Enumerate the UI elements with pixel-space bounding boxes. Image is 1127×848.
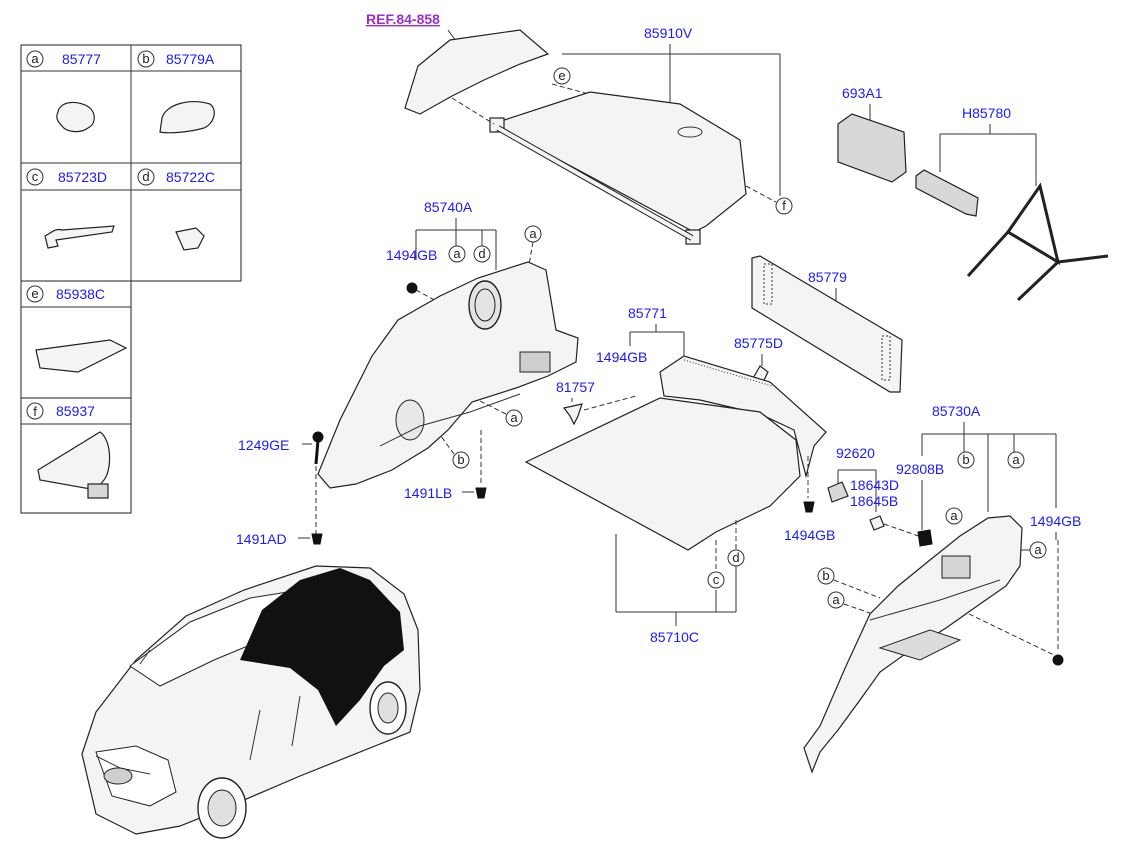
svg-text:a: a [832,592,840,607]
clip-85723D-icon [44,225,115,249]
socket-92808B-icon [917,529,933,547]
legend-letter-f: f [26,402,44,420]
vehicle-illustration [81,565,421,839]
part-85910V: 85910V [644,25,693,41]
part-1491LB: 1491LB [404,485,452,501]
callout-d-mat: d [727,549,745,567]
lamp-92620-icon [827,481,849,503]
part-92808B: 92808B [896,461,944,477]
svg-text:b: b [962,452,969,467]
part-1494GB-lower: 1494GB [784,527,835,543]
clip-1494GB-lower-icon [803,501,815,513]
legend-letter-d: d [137,168,155,186]
legend-letter-e: e [26,285,44,303]
part-85779: 85779 [808,269,847,285]
part-693A1: 693A1 [842,85,883,101]
callout-a-85730A: a [1007,451,1025,469]
clip-1491LB-icon [475,487,487,499]
svg-text:f: f [782,198,786,213]
callout-e: e [553,67,571,85]
bulb-18645B-icon [869,515,885,531]
clip-85722C-icon [175,227,205,251]
part-85730A: 85730A [932,403,981,419]
clip-1494GB-right-icon [1052,654,1064,666]
part-18643D: 18643D [850,477,899,493]
legend-table: a 85777 b 85779A c 85723D d 85722C e 85 [20,44,242,514]
legend-letter-c: c [26,168,44,186]
part-1494GB-left: 1494GB [386,247,437,263]
part-92620: 92620 [836,445,875,461]
callout-a-right-3: a [827,591,845,609]
warning-triangle-icon [966,182,1109,302]
clip-1491AD-icon [311,533,323,545]
legend-letter-b: b [137,50,155,68]
ref-label[interactable]: REF.84-858 [366,11,440,27]
luggage-mat-85710C [524,397,801,551]
svg-text:a: a [950,508,958,523]
svg-text:e: e [558,68,565,83]
part-85771: 85771 [628,305,667,321]
part-1494GB-right: 1494GB [1030,513,1081,529]
sill-trim-85771 [659,355,827,479]
cargo-net-85779 [751,255,903,393]
svg-text:f: f [33,404,37,419]
callout-a-top: a [524,225,542,243]
svg-text:d: d [732,550,739,565]
svg-text:a: a [453,246,461,261]
warning-triangle-case-icon [915,169,979,217]
part-85740A: 85740A [424,199,473,215]
callout-a-low: a [505,409,523,427]
first-aid-kit-693A1 [837,113,907,183]
legend-part-85722C: 85722C [166,169,215,185]
svg-text:a: a [1012,452,1020,467]
svg-text:e: e [31,286,38,301]
part-1494GB-mid: 1494GB [596,349,647,365]
part-85710C: 85710C [650,629,699,645]
part-81757: 81757 [556,379,595,395]
callout-a-right-1: a [945,507,963,525]
part-1249GE: 1249GE [238,437,289,453]
svg-text:a: a [510,410,518,425]
clip-85777-icon [56,101,95,133]
part-85775D: 85775D [734,335,783,351]
callout-b-left: b [452,451,470,469]
svg-text:a: a [31,51,39,66]
legend-part-85938C: 85938C [56,286,105,302]
callout-a-right-2: a [1029,541,1047,559]
svg-text:b: b [457,452,464,467]
svg-text:d: d [142,169,149,184]
clip-85937-tab [87,483,109,499]
clip-1494GB-left-icon [406,282,418,294]
clip-85938C-icon [35,339,128,373]
legend-letter-a: a [26,50,44,68]
part-1491AD: 1491AD [236,531,287,547]
svg-text:a: a [1034,542,1042,557]
svg-text:b: b [142,51,149,66]
svg-text:b: b [822,568,829,583]
clip-85779A-icon [159,101,215,134]
callout-d-85740A: d [473,245,491,263]
callout-a-85740A: a [448,245,466,263]
callout-b-85730A: b [957,451,975,469]
callout-b-right: b [817,567,835,585]
part-H85780: H85780 [962,105,1011,121]
legend-part-85777: 85777 [62,51,101,67]
svg-text:c: c [713,572,720,587]
part-18645B: 18645B [850,493,898,509]
legend-part-85779A: 85779A [166,51,215,67]
clip-81757-icon [562,403,583,426]
legend-part-85723D: 85723D [58,169,107,185]
legend-part-85937: 85937 [56,403,95,419]
svg-text:a: a [529,226,537,241]
svg-text:d: d [478,246,485,261]
callout-f: f [775,197,793,215]
svg-text:c: c [32,169,39,184]
left-trim-85740A [317,261,579,489]
screw-1249GE-icon [312,431,324,465]
cargo-cover-85910V [490,91,747,233]
callout-c-mat: c [707,571,725,589]
highlighted-trim-area [240,568,404,726]
upper-bracket-ref [404,29,550,115]
